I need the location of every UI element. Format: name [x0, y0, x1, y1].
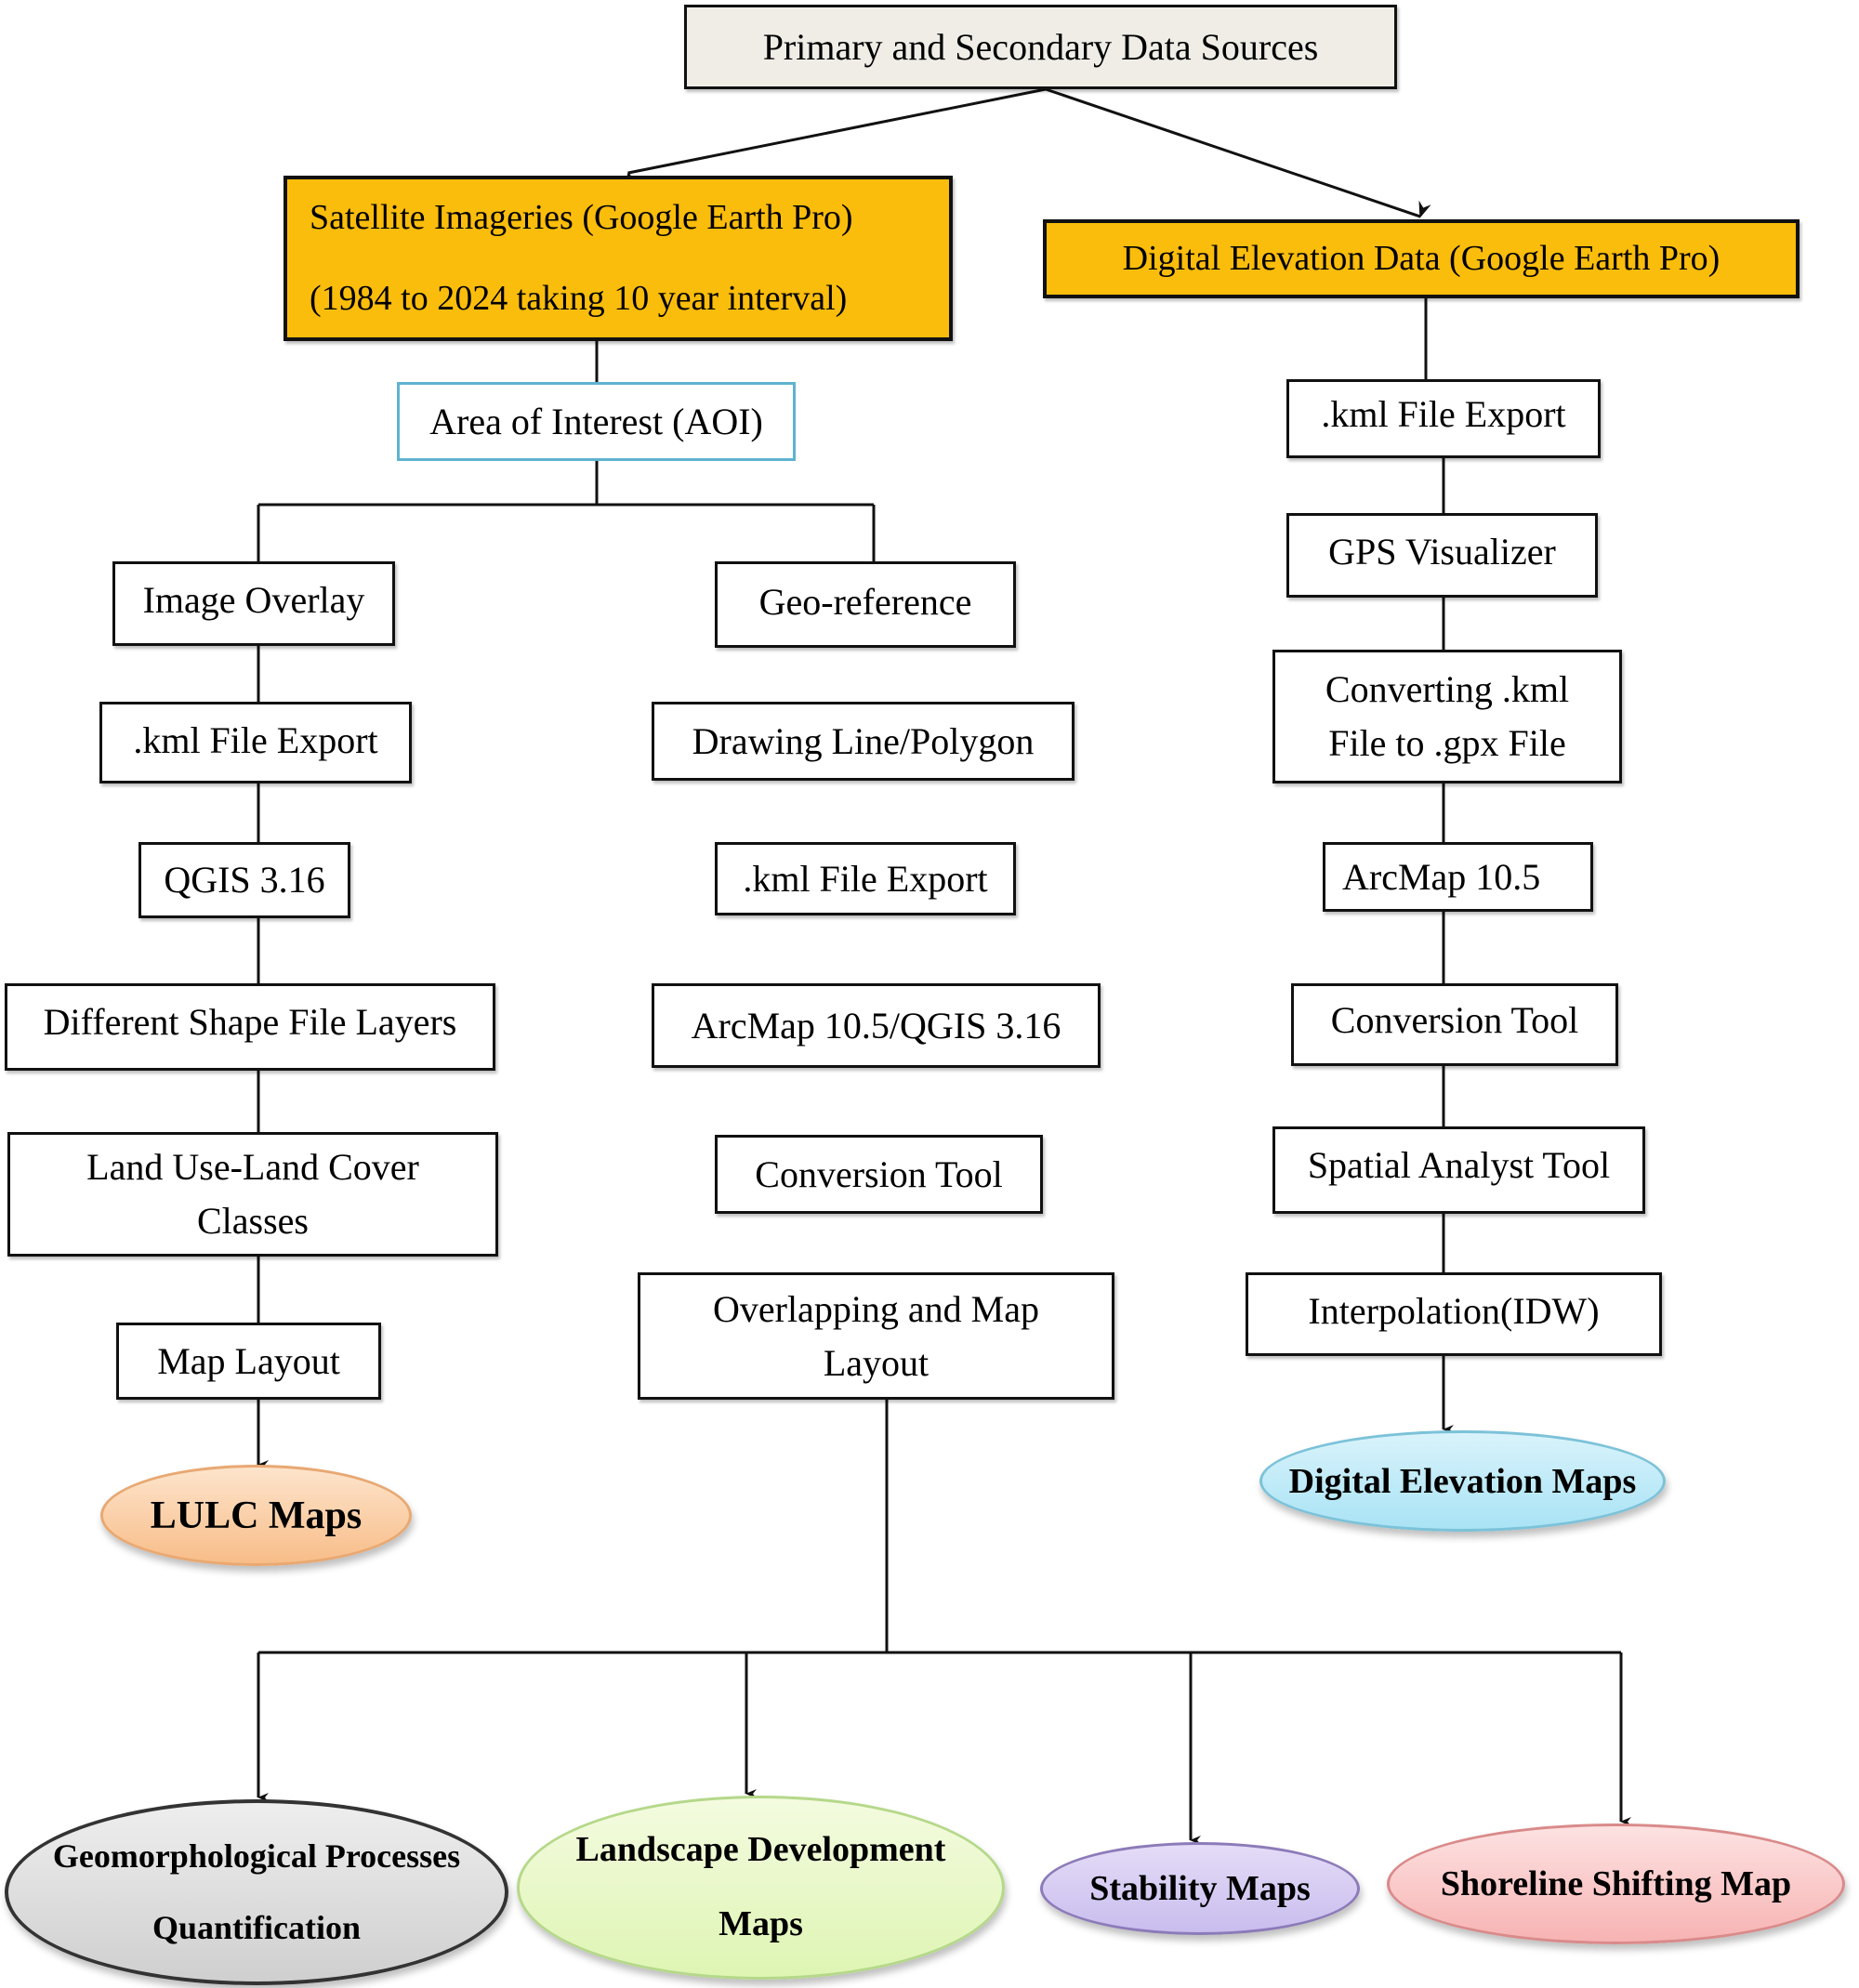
left-step-shape-layers: Different Shape File Layers	[5, 983, 495, 1071]
left-step-qgis: QGIS 3.16	[138, 842, 350, 918]
output-label: Digital Elevation Maps	[1288, 1461, 1637, 1501]
right-step-arcmap: ArcMap 10.5	[1323, 842, 1593, 912]
output-label-line-1: Landscape Development	[575, 1830, 946, 1870]
step-label: Drawing Line/Polygon	[692, 719, 1035, 762]
output-label-line-2: Maps	[719, 1904, 803, 1943]
right-step-kml-export: .kml File Export	[1286, 379, 1601, 458]
left-step-image-overlay: Image Overlay	[112, 561, 395, 646]
left-step-kml-export: .kml File Export	[99, 702, 412, 783]
step-label: Conversion Tool	[755, 1152, 1003, 1195]
middle-step-georeference: Geo-reference	[715, 561, 1016, 648]
arrow-root-to-satellite	[625, 87, 1047, 190]
step-label: Map Layout	[157, 1339, 340, 1382]
middle-step-overlapping: Overlapping and Map Layout	[638, 1272, 1114, 1400]
arrow-root-to-elevation	[1045, 87, 1431, 218]
middle-step-conversion-tool: Conversion Tool	[715, 1135, 1043, 1214]
step-label-line-1: Converting .kml	[1325, 668, 1570, 710]
left-step-lulc-classes: Land Use-Land Cover Classes	[7, 1132, 498, 1257]
step-label: Conversion Tool	[1330, 999, 1579, 1041]
step-label: Image Overlay	[142, 579, 365, 621]
step-label: ArcMap 10.5/QGIS 3.16	[691, 1004, 1061, 1047]
aoi-label: Area of Interest (AOI)	[429, 400, 763, 442]
output-label: Shoreline Shifting Map	[1440, 1864, 1792, 1903]
step-label-line-2: File to .gpx File	[1328, 722, 1566, 764]
output-lulc-maps: LULC Maps	[100, 1465, 412, 1566]
step-label: Spatial Analyst Tool	[1307, 1144, 1611, 1186]
aoi-node: Area of Interest (AOI)	[397, 382, 796, 461]
elevation-label: Digital Elevation Data (Google Earth Pro…	[1122, 238, 1721, 278]
digital-elevation-data-node: Digital Elevation Data (Google Earth Pro…	[1043, 219, 1800, 298]
step-label: .kml File Export	[133, 719, 378, 761]
step-label: Interpolation(IDW)	[1308, 1290, 1600, 1332]
satellite-imagery-node: Satellite Imageries (Google Earth Pro) (…	[283, 176, 953, 341]
step-label-line-1: Overlapping and Map	[712, 1287, 1039, 1330]
step-label: Different Shape File Layers	[43, 1001, 457, 1043]
output-shoreline-shifting-map: Shoreline Shifting Map	[1387, 1823, 1845, 1944]
right-step-conversion-tool: Conversion Tool	[1291, 983, 1618, 1066]
step-label-line-2: Layout	[823, 1341, 930, 1384]
output-label-line-1: Geomorphological Processes	[52, 1837, 461, 1875]
right-step-interpolation: Interpolation(IDW)	[1246, 1272, 1662, 1356]
right-step-spatial-analyst: Spatial Analyst Tool	[1272, 1126, 1645, 1214]
step-label: .kml File Export	[1321, 393, 1566, 435]
step-label: GPS Visualizer	[1328, 531, 1556, 573]
middle-step-arcmap-qgis: ArcMap 10.5/QGIS 3.16	[652, 983, 1101, 1068]
root-label: Primary and Secondary Data Sources	[762, 25, 1319, 68]
step-label-line-1: Land Use-Land Cover	[86, 1146, 419, 1188]
step-label: Geo-reference	[758, 581, 972, 623]
right-step-gps-visualizer: GPS Visualizer	[1286, 513, 1598, 598]
step-label: .kml File Export	[743, 857, 988, 900]
step-label: QGIS 3.16	[164, 859, 325, 901]
left-step-map-layout: Map Layout	[116, 1323, 381, 1400]
output-label-line-2: Quantification	[152, 1909, 361, 1946]
output-label: Stability Maps	[1089, 1869, 1311, 1908]
satellite-label-line-1: Satellite Imageries (Google Earth Pro)	[310, 197, 853, 237]
output-digital-elevation-maps: Digital Elevation Maps	[1259, 1430, 1666, 1532]
output-label: LULC Maps	[150, 1494, 363, 1537]
satellite-label-line-2: (1984 to 2024 taking 10 year interval)	[310, 279, 848, 318]
step-label-line-2: Classes	[197, 1200, 309, 1242]
middle-step-kml-export: .kml File Export	[715, 842, 1016, 915]
output-geomorphological-quantification: Geomorphological Processes Quantificatio…	[5, 1799, 508, 1985]
right-step-converting-kml-gpx: Converting .kml File to .gpx File	[1272, 650, 1622, 783]
output-stability-maps: Stability Maps	[1040, 1842, 1360, 1935]
output-landscape-development-maps: Landscape Development Maps	[517, 1796, 1005, 1980]
middle-step-drawing: Drawing Line/Polygon	[652, 702, 1075, 781]
root-node: Primary and Secondary Data Sources	[684, 5, 1397, 89]
step-label: ArcMap 10.5	[1342, 855, 1541, 898]
